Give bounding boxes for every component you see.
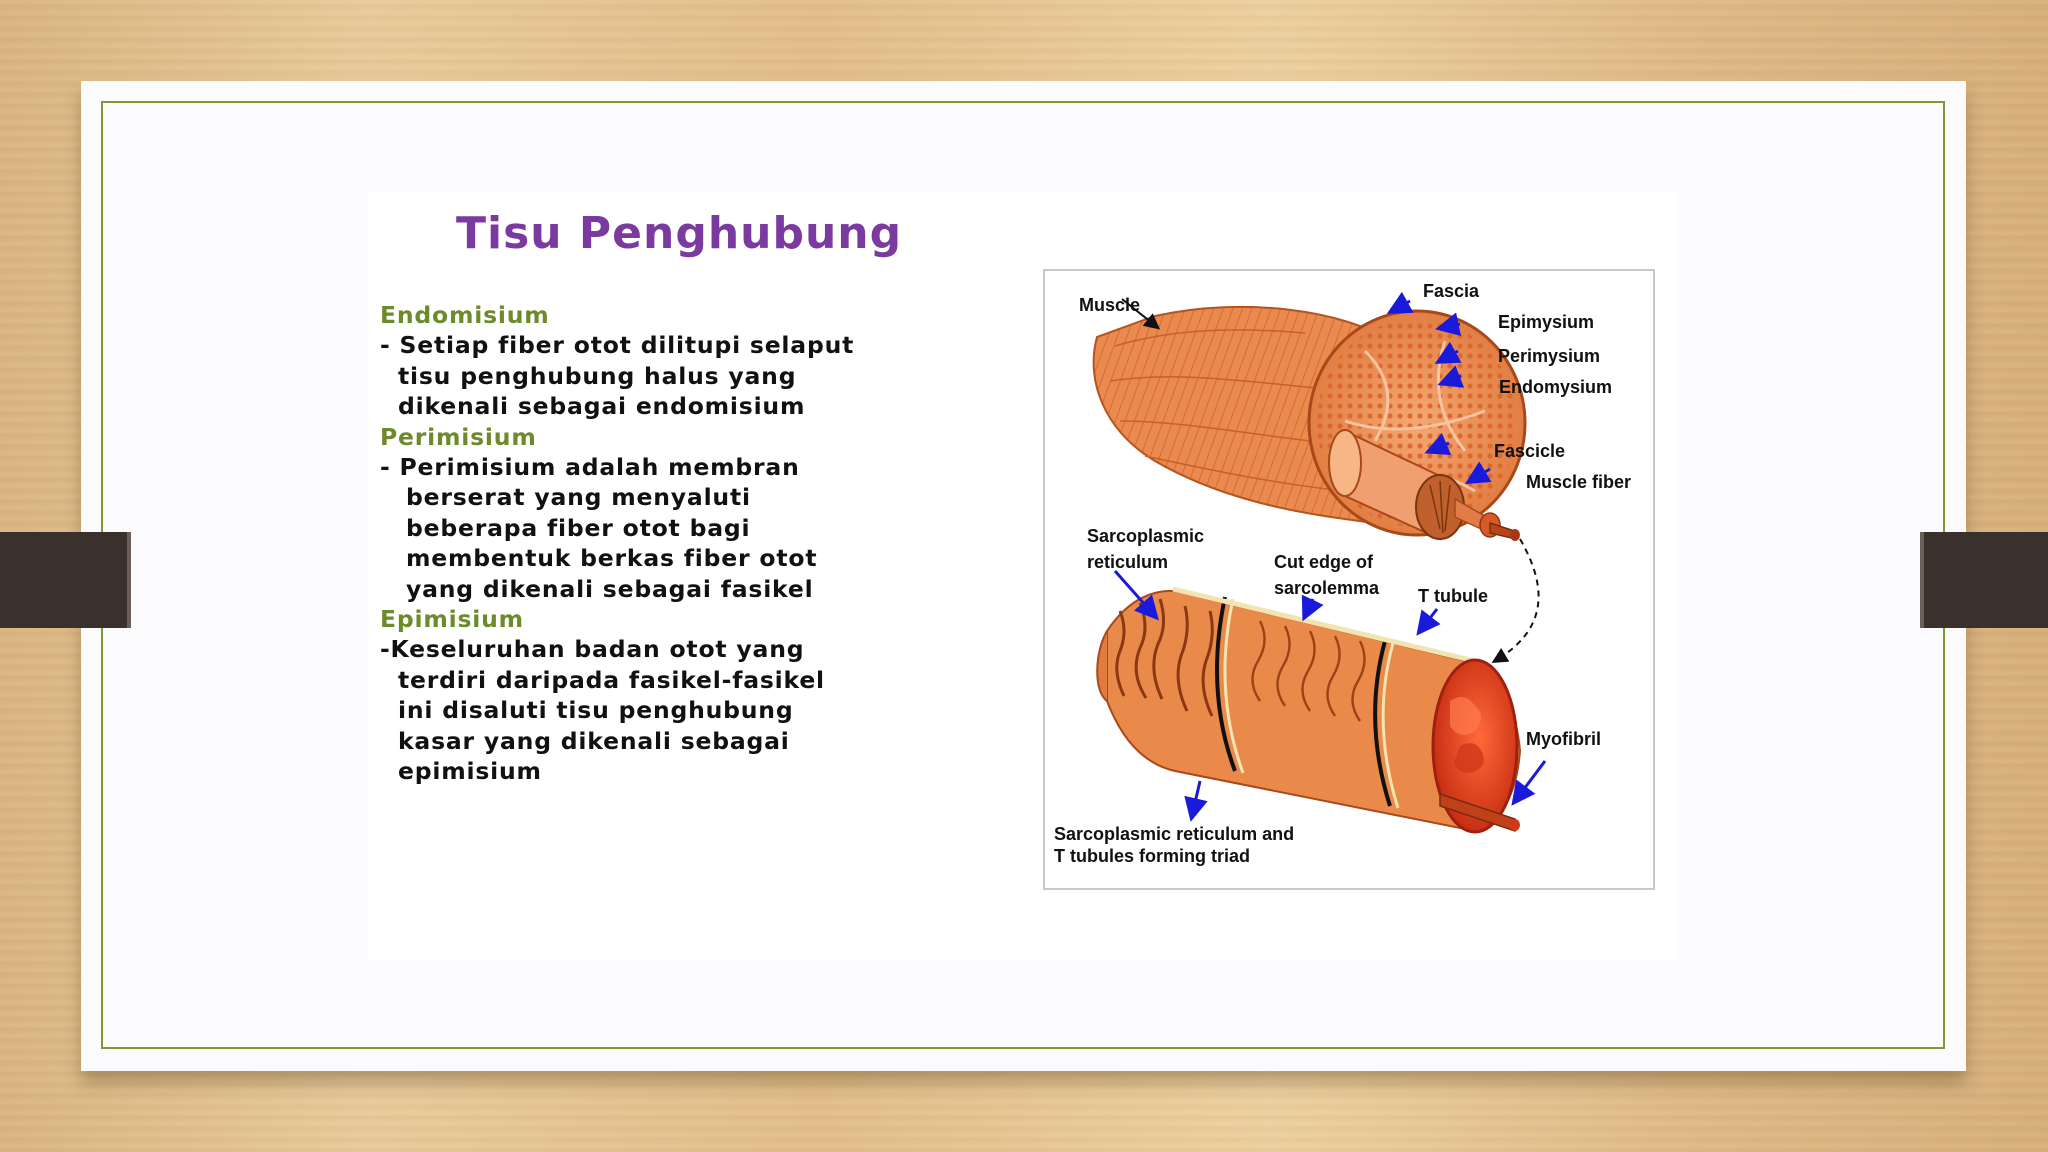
endomisium-line: tisu penghubung halus yang bbox=[398, 361, 797, 390]
section-heading-epimisium: Epimisium bbox=[380, 605, 524, 634]
epimisium-line: kasar yang dikenali sebagai bbox=[398, 726, 790, 755]
section-heading-endomisium: Endomisium bbox=[380, 301, 550, 329]
pointer-arrows bbox=[1113, 291, 1547, 822]
muscle-structure-diagram: Muscle Fascia Epimysium Perimysium Endom… bbox=[1043, 269, 1655, 890]
perimisium-line: yang dikenali sebagai fasikel bbox=[406, 574, 814, 603]
right-binder-tab bbox=[1920, 532, 2048, 628]
label-cut-edge: sarcolemma bbox=[1274, 578, 1380, 598]
section-heading-perimisium: Perimisium bbox=[380, 422, 537, 451]
muscle-diagram-svg: Muscle Fascia Epimysium Perimysium Endom… bbox=[1054, 281, 1631, 866]
label-t-tubule: T tubule bbox=[1418, 586, 1488, 606]
label-triad: Sarcoplasmic reticulum and bbox=[1054, 824, 1294, 844]
perimisium-line: membentuk berkas fiber otot bbox=[406, 544, 818, 573]
epimisium-line: ini disaluti tisu penghubung bbox=[398, 696, 794, 725]
perimisium-line: - Perimisium adalah membran bbox=[380, 453, 800, 482]
label-sarcoplasmic-reticulum: reticulum bbox=[1087, 552, 1168, 572]
label-endomysium: Endomysium bbox=[1499, 377, 1612, 397]
epimisium-line: -Keseluruhan badan otot yang bbox=[380, 635, 805, 664]
text-block: Endomisium - Setiap fiber otot dilitupi … bbox=[380, 300, 990, 787]
label-muscle: Muscle bbox=[1079, 295, 1140, 315]
label-cut-edge: Cut edge of bbox=[1274, 552, 1374, 572]
perimisium-line: beberapa fiber otot bagi bbox=[406, 513, 751, 542]
fascicle-cylinder bbox=[1328, 429, 1520, 541]
endomisium-line: - Setiap fiber otot dilitupi selaput bbox=[380, 331, 855, 360]
epimisium-line: epimisium bbox=[398, 757, 542, 786]
label-triad: T tubules forming triad bbox=[1054, 846, 1250, 866]
epimisium-line: terdiri daripada fasikel-fasikel bbox=[398, 665, 825, 694]
label-myofibril: Myofibril bbox=[1526, 729, 1601, 749]
label-fascicle: Fascicle bbox=[1494, 441, 1565, 461]
label-fascia: Fascia bbox=[1423, 281, 1480, 301]
label-muscle-fiber: Muscle fiber bbox=[1526, 472, 1631, 492]
connector-arrow bbox=[1491, 538, 1540, 664]
endomisium-line: dikenali sebagai endomisium bbox=[398, 392, 806, 421]
slide-title: Tisu Penghubung bbox=[456, 208, 903, 259]
label-perimysium: Perimysium bbox=[1498, 346, 1600, 366]
myofiber-section bbox=[1096, 586, 1522, 834]
left-binder-tab bbox=[0, 532, 131, 628]
label-sarcoplasmic-reticulum: Sarcoplasmic bbox=[1087, 526, 1204, 546]
perimisium-line: berserat yang menyaluti bbox=[406, 483, 751, 512]
label-epimysium: Epimysium bbox=[1498, 312, 1594, 332]
